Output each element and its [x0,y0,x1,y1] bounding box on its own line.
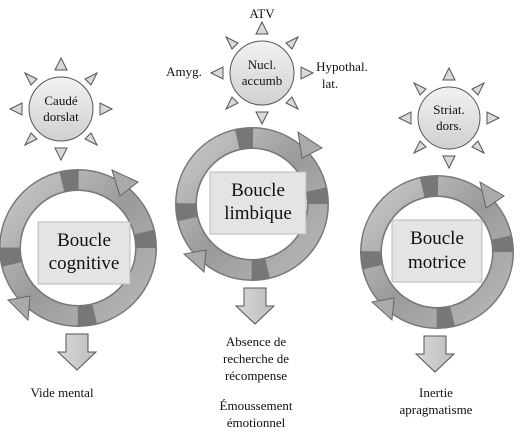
motor-loop-box [391,219,483,283]
nucl-accumb-label-1: Nucl. [248,57,277,72]
striat-dors-label-1: Striat. [433,102,464,117]
limbic-down-arrow-icon [234,287,276,325]
motor-outcome-2: apragmatisme [400,402,473,417]
cognitive-loop-box [37,221,131,285]
limbic-outcome-2: recherche de [223,351,289,366]
motor-outcome-1: Inertie [419,385,453,400]
limbic-group: ATV Amyg. Hypothal. lat. Nucl. accumb [166,6,368,430]
motor-loop-title-1: Boucle [410,228,464,249]
nucl-accumb-sun-icon [209,20,315,126]
amyg-label: Amyg. [166,64,202,79]
striat-dors-label-2: dors. [436,118,462,133]
nucl-accumb-label-2: accumb [242,73,282,88]
motor-loop-ring [360,175,514,329]
limbic-outcome-4: Émoussement [220,398,293,413]
striat-dors-sun-icon [397,66,501,170]
motor-group: Striat. dors. Boucle motrice Inertie apr… [360,66,514,417]
cognitive-group: Caudé dorslat Boucle cognitive Vide ment… [0,56,157,400]
motor-down-arrow-icon [414,335,456,373]
cognitive-loop-title-2: cognitive [49,253,120,274]
cognitive-loop-ring [0,169,157,327]
limbic-outcome-1: Absence de [226,334,287,349]
cognitive-down-arrow-icon [56,333,98,371]
limbic-outcome-5: émotionnel [227,415,286,430]
limbic-loop-box [209,171,307,235]
limbic-loop-title-1: Boucle [231,180,285,201]
limbic-outcome-3: récompense [225,368,287,383]
caude-dorslat-label-1: Caudé [44,93,77,108]
limbic-loop-title-2: limbique [224,203,292,224]
atv-label: ATV [249,6,275,21]
cognitive-loop-title-1: Boucle [57,230,111,251]
caude-dorslat-sun-icon [8,56,114,162]
caude-dorslat-label-2: dorslat [43,109,79,124]
cognitive-outcome-1: Vide mental [30,385,94,400]
hypothal-label-1: Hypothal. [316,59,368,74]
hypothal-label-2: lat. [322,76,338,91]
motor-loop-title-2: motrice [408,252,466,273]
limbic-loop-ring [175,127,329,281]
